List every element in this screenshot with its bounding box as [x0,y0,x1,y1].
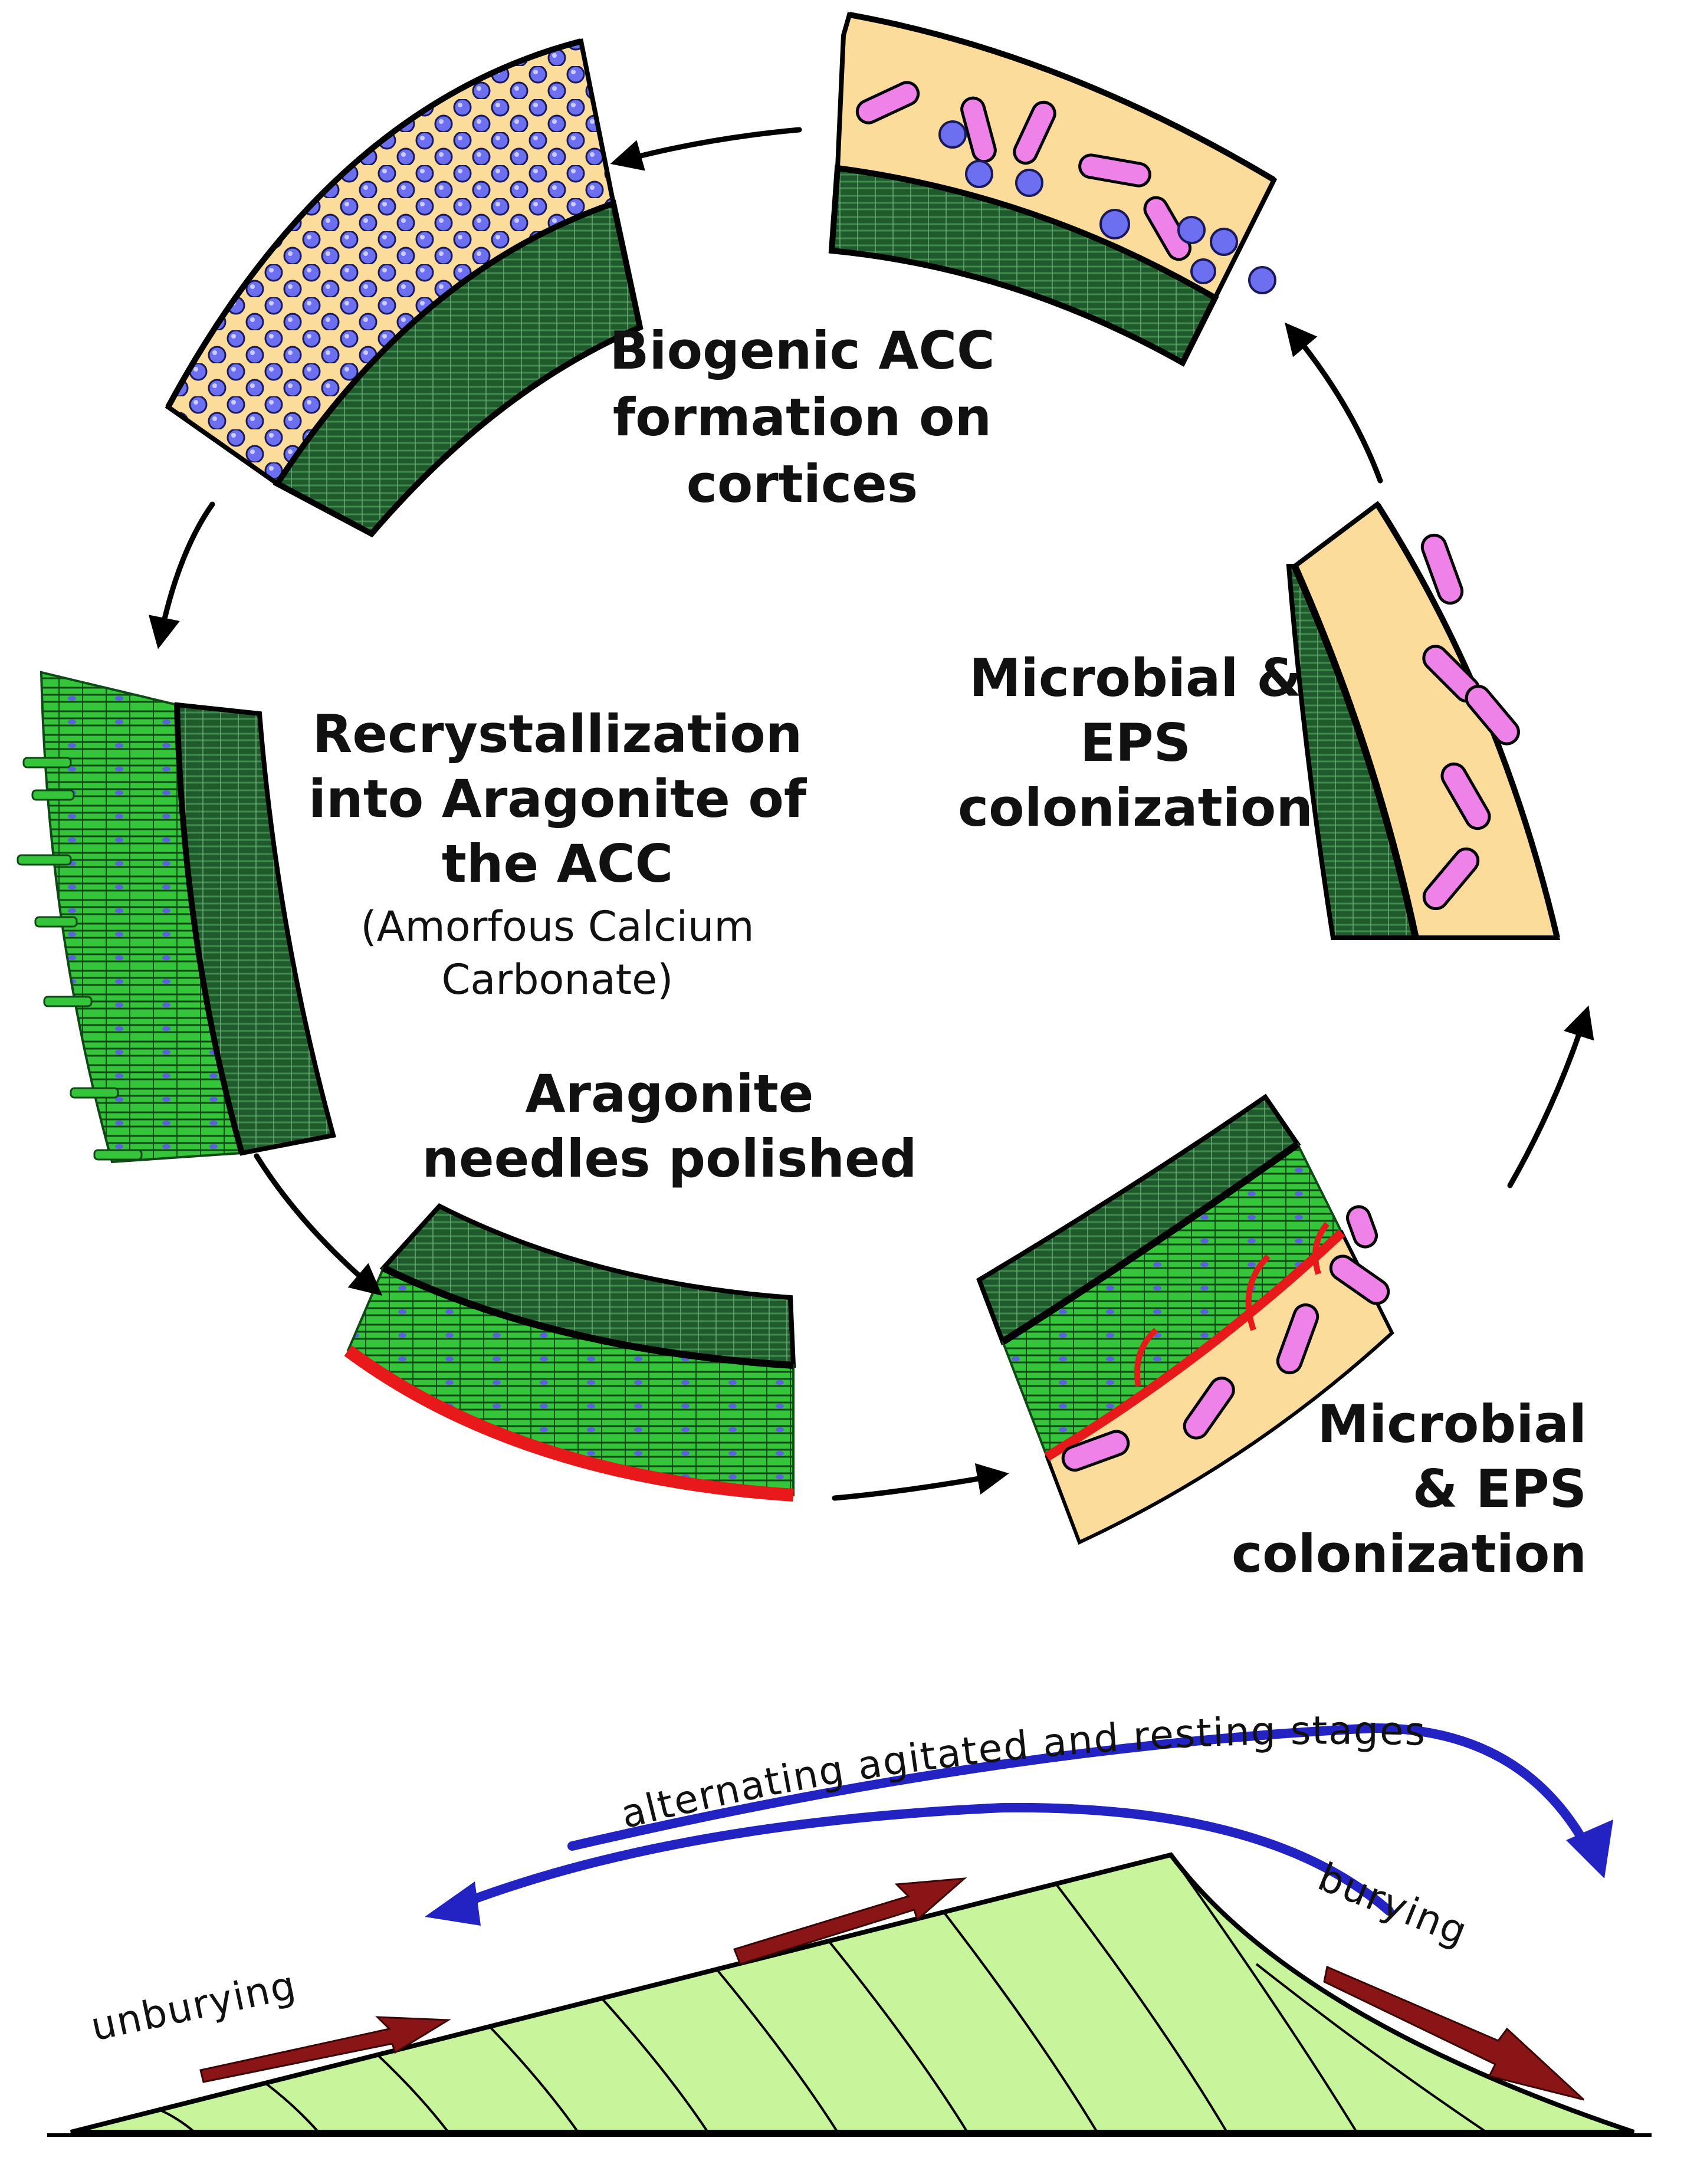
stage-label-acc-formation: Biogenic ACC formation on cortices [609,320,994,514]
burying-arrow [1323,1965,1585,2101]
label-line: Microbial & [969,648,1302,708]
ripple-laminae [159,1854,1488,2133]
stage-label-recrystallization: Recrystallization into Aragonite of the … [308,704,807,1004]
polished-red-surface [344,1345,794,1502]
segment-microbial-colonization-top [828,12,1278,367]
agitated-resting-label: alternating agitated and resting stages [616,1708,1427,1838]
stage-label-colonization-top: Microbial & EPS colonization [958,648,1313,838]
label-line: Recrystallization [313,704,803,764]
label-line: formation on [613,387,992,448]
label-line: colonization [1232,1523,1587,1584]
flow-arrow-left-head [425,1881,481,1926]
arrow-to-colonization-top [1285,322,1383,484]
flow-arrow-right-head [1566,1820,1613,1878]
eps-threads [1134,1221,1330,1387]
segment-microbial-eps-right [1286,501,1561,940]
arrow-to-colonization-bottom [832,1463,1009,1501]
label-line: colonization [958,777,1313,838]
label-line: the ACC [442,833,673,894]
agitated-resting-text: alternating agitated and resting stages [616,1708,1426,1838]
arrow-to-polished [254,1153,383,1296]
segment-acc-formation [165,38,644,538]
label-line: cortices [687,454,918,514]
microbe-rods-top [855,81,1191,261]
label-line: Aragonite [526,1063,814,1124]
label-line: Microbial [1318,1394,1587,1454]
label-line: & EPS [1413,1459,1587,1519]
arrow-to-recrystallization [149,501,215,649]
label-line: needles polished [422,1128,917,1189]
label-line: into Aragonite of [308,768,807,829]
microbe-rods-bottom [1061,1205,1390,1472]
cycle-arrows [149,127,1594,1501]
unburying-label: unburying [87,1962,300,2050]
stage-label-colonization-bottom: Microbial & EPS colonization [1232,1394,1587,1584]
segment-recrystallization [17,671,337,1164]
label-note-line: (Amorfous Calcium [360,902,754,951]
unburying-arrow [199,2016,451,2083]
arrow-to-colonization-right [1507,1005,1594,1188]
arrow-to-acc-formation [610,127,802,171]
ripple-dune [47,1852,1652,2137]
crest-arrow [733,1877,967,1965]
protruding-needles [17,757,143,1161]
flow-arrow-left [461,1802,1394,1916]
label-line: Biogenic ACC [609,320,994,381]
segment-aragonite-polished [344,1203,796,1502]
flow-arrows [425,1723,1613,1926]
stage-label-polished: Aragonite needles polished [422,1063,917,1189]
label-line: EPS [1080,712,1191,773]
microbe-rods-right [1420,533,1520,911]
motion-arrows [199,1877,1585,2101]
acc-spheres-top [938,120,1276,294]
segment-microbial-eps-bottom [976,1093,1394,1545]
flow-arrow-right [567,1723,1597,1863]
burying-label: burying [1312,1854,1474,1955]
label-note-line: Carbonate) [442,955,674,1004]
